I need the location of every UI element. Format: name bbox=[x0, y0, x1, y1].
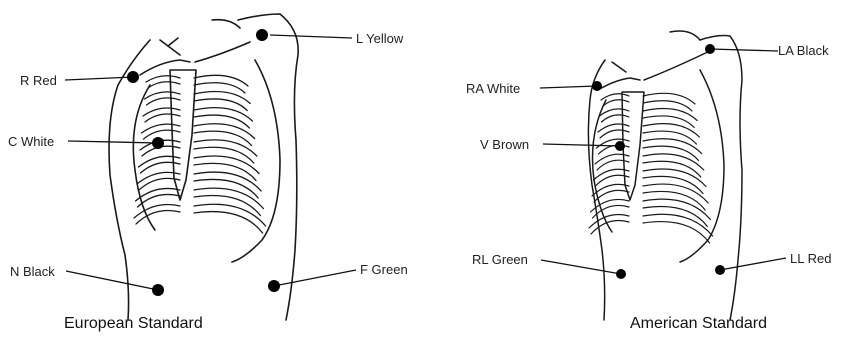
electrode-label-v: V Brown bbox=[480, 138, 529, 151]
electrode-c-dot bbox=[152, 137, 164, 149]
electrode-label-ra: RA White bbox=[466, 82, 520, 95]
caption-european: European Standard bbox=[64, 316, 203, 332]
electrode-r-dot bbox=[127, 71, 139, 83]
electrode-ll-dot bbox=[715, 265, 725, 275]
electrode-la-dot bbox=[705, 44, 715, 54]
electrode-label-la: LA Black bbox=[778, 44, 829, 57]
european-diagram: R Red L Yellow C White N Black F Green E… bbox=[0, 0, 430, 337]
electrode-label-r: R Red bbox=[20, 74, 57, 87]
caption-american: American Standard bbox=[630, 316, 767, 332]
electrode-f-dot bbox=[268, 280, 280, 292]
electrode-label-f: F Green bbox=[360, 263, 408, 276]
electrode-label-c: C White bbox=[8, 135, 54, 148]
american-diagram: RA White LA Black V Brown RL Green LL Re… bbox=[430, 0, 850, 337]
electrode-n-dot bbox=[152, 284, 164, 296]
electrode-label-ll: LL Red bbox=[790, 252, 831, 265]
electrode-rl-dot bbox=[616, 269, 626, 279]
electrode-v-dot bbox=[615, 141, 625, 151]
electrode-l-dot bbox=[256, 29, 268, 41]
electrode-label-l: L Yellow bbox=[356, 32, 403, 45]
electrode-ra-dot bbox=[592, 81, 602, 91]
electrode-label-n: N Black bbox=[10, 265, 55, 278]
electrode-label-rl: RL Green bbox=[472, 253, 528, 266]
torso-illustration-eu bbox=[0, 0, 430, 337]
